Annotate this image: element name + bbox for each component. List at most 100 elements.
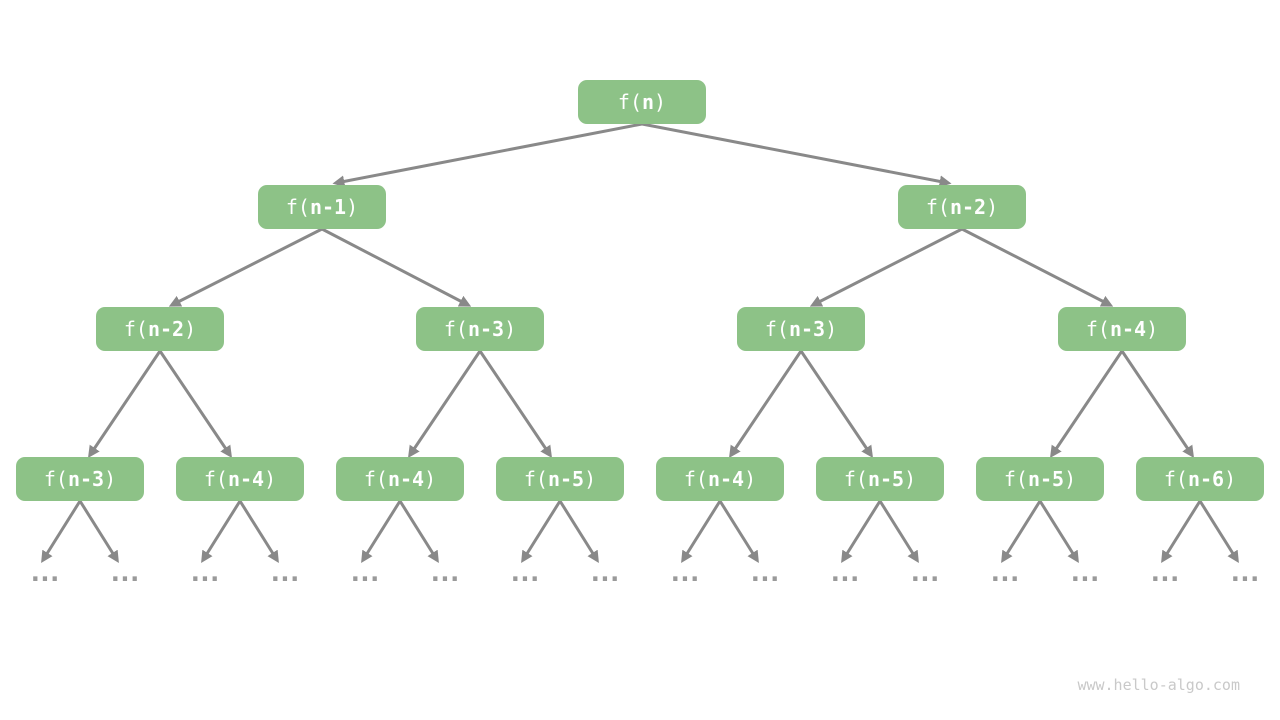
node-label: )	[104, 467, 117, 491]
node-arg: n-2	[147, 317, 185, 341]
ellipsis: ...	[107, 558, 143, 588]
node-label: )	[346, 195, 359, 219]
ellipsis: ...	[347, 558, 383, 588]
edge	[799, 350, 874, 458]
ellipsis: ...	[667, 558, 703, 588]
node-label: f(	[443, 317, 468, 341]
ellipsis: ...	[987, 558, 1023, 588]
tree-node: f(n-3)	[416, 307, 544, 351]
tree-node: f(n-2)	[898, 185, 1026, 229]
edge	[41, 500, 82, 564]
node-arg: n-4	[1109, 317, 1147, 341]
ellipsis: ...	[587, 558, 623, 588]
node-arg: n-2	[949, 195, 987, 219]
node-label: )	[654, 90, 667, 114]
node-arg: n-3	[467, 317, 505, 341]
node-label: f(	[203, 467, 228, 491]
edge	[1001, 500, 1042, 564]
ellipsis: ...	[827, 558, 863, 588]
edge	[321, 227, 472, 307]
edge	[728, 350, 803, 458]
node-label: f(	[925, 195, 950, 219]
edge	[1038, 500, 1079, 564]
node-arg: n-5	[1027, 467, 1065, 491]
tree-node: f(n-3)	[16, 457, 144, 501]
edge	[361, 500, 402, 564]
edge	[478, 350, 553, 458]
node-label: )	[584, 467, 597, 491]
ellipsis: ...	[1147, 558, 1183, 588]
node-label: f(	[1003, 467, 1028, 491]
edge	[841, 500, 882, 564]
edge	[1198, 500, 1239, 564]
node-label: )	[424, 467, 437, 491]
node-label: )	[904, 467, 917, 491]
ellipsis: ...	[27, 558, 63, 588]
edge	[718, 500, 759, 564]
node-label: f(	[617, 90, 642, 114]
ellipsis: ...	[427, 558, 463, 588]
ellipsis: ...	[907, 558, 943, 588]
tree-node: f(n-5)	[816, 457, 944, 501]
node-label: f(	[523, 467, 548, 491]
node-label: )	[986, 195, 999, 219]
edge	[961, 227, 1114, 307]
node-label: f(	[43, 467, 68, 491]
node-label: )	[825, 317, 838, 341]
tree-node: f(n-5)	[976, 457, 1104, 501]
tree-node: f(n-4)	[656, 457, 784, 501]
node-arg: n	[642, 90, 655, 114]
edge	[168, 227, 323, 307]
tree-node: f(n-4)	[176, 457, 304, 501]
node-label: f(	[123, 317, 148, 341]
node-label: f(	[1085, 317, 1110, 341]
ellipsis: ...	[187, 558, 223, 588]
edge	[681, 500, 722, 564]
node-label: f(	[363, 467, 388, 491]
edge	[407, 350, 482, 458]
node-label: f(	[683, 467, 708, 491]
edge	[1049, 350, 1124, 458]
edge	[398, 500, 439, 564]
edge	[641, 122, 952, 188]
edge	[158, 350, 233, 458]
tree-node: f(n-2)	[96, 307, 224, 351]
ellipsis: ...	[1227, 558, 1263, 588]
edge	[87, 350, 162, 458]
node-label: f(	[285, 195, 310, 219]
node-label: )	[744, 467, 757, 491]
edge	[238, 500, 279, 564]
node-label: )	[1224, 467, 1237, 491]
tree-node: f(n-5)	[496, 457, 624, 501]
tree-node: f(n-1)	[258, 185, 386, 229]
node-arg: n-4	[707, 467, 745, 491]
edge	[521, 500, 562, 564]
node-label: )	[1064, 467, 1077, 491]
node-arg: n-5	[867, 467, 905, 491]
ellipsis: ...	[507, 558, 543, 588]
node-label: f(	[843, 467, 868, 491]
ellipsis: ...	[747, 558, 783, 588]
edge	[1120, 350, 1195, 458]
tree-node: f(n-6)	[1136, 457, 1264, 501]
edge	[201, 500, 242, 564]
edge	[809, 227, 963, 307]
edge	[332, 122, 643, 188]
edge	[878, 500, 919, 564]
node-arg: n-3	[788, 317, 826, 341]
node-arg: n-1	[309, 195, 347, 219]
tree-node: f(n-3)	[737, 307, 865, 351]
tree-node: f(n-4)	[336, 457, 464, 501]
node-arg: n-4	[227, 467, 265, 491]
node-arg: n-4	[387, 467, 425, 491]
node-label: )	[264, 467, 277, 491]
node-label: f(	[1163, 467, 1188, 491]
node-arg: n-5	[547, 467, 585, 491]
node-label: )	[504, 317, 517, 341]
tree-node-root: f(n)	[578, 80, 706, 124]
node-arg: n-6	[1187, 467, 1225, 491]
ellipsis: ...	[1067, 558, 1103, 588]
node-label: )	[1146, 317, 1159, 341]
